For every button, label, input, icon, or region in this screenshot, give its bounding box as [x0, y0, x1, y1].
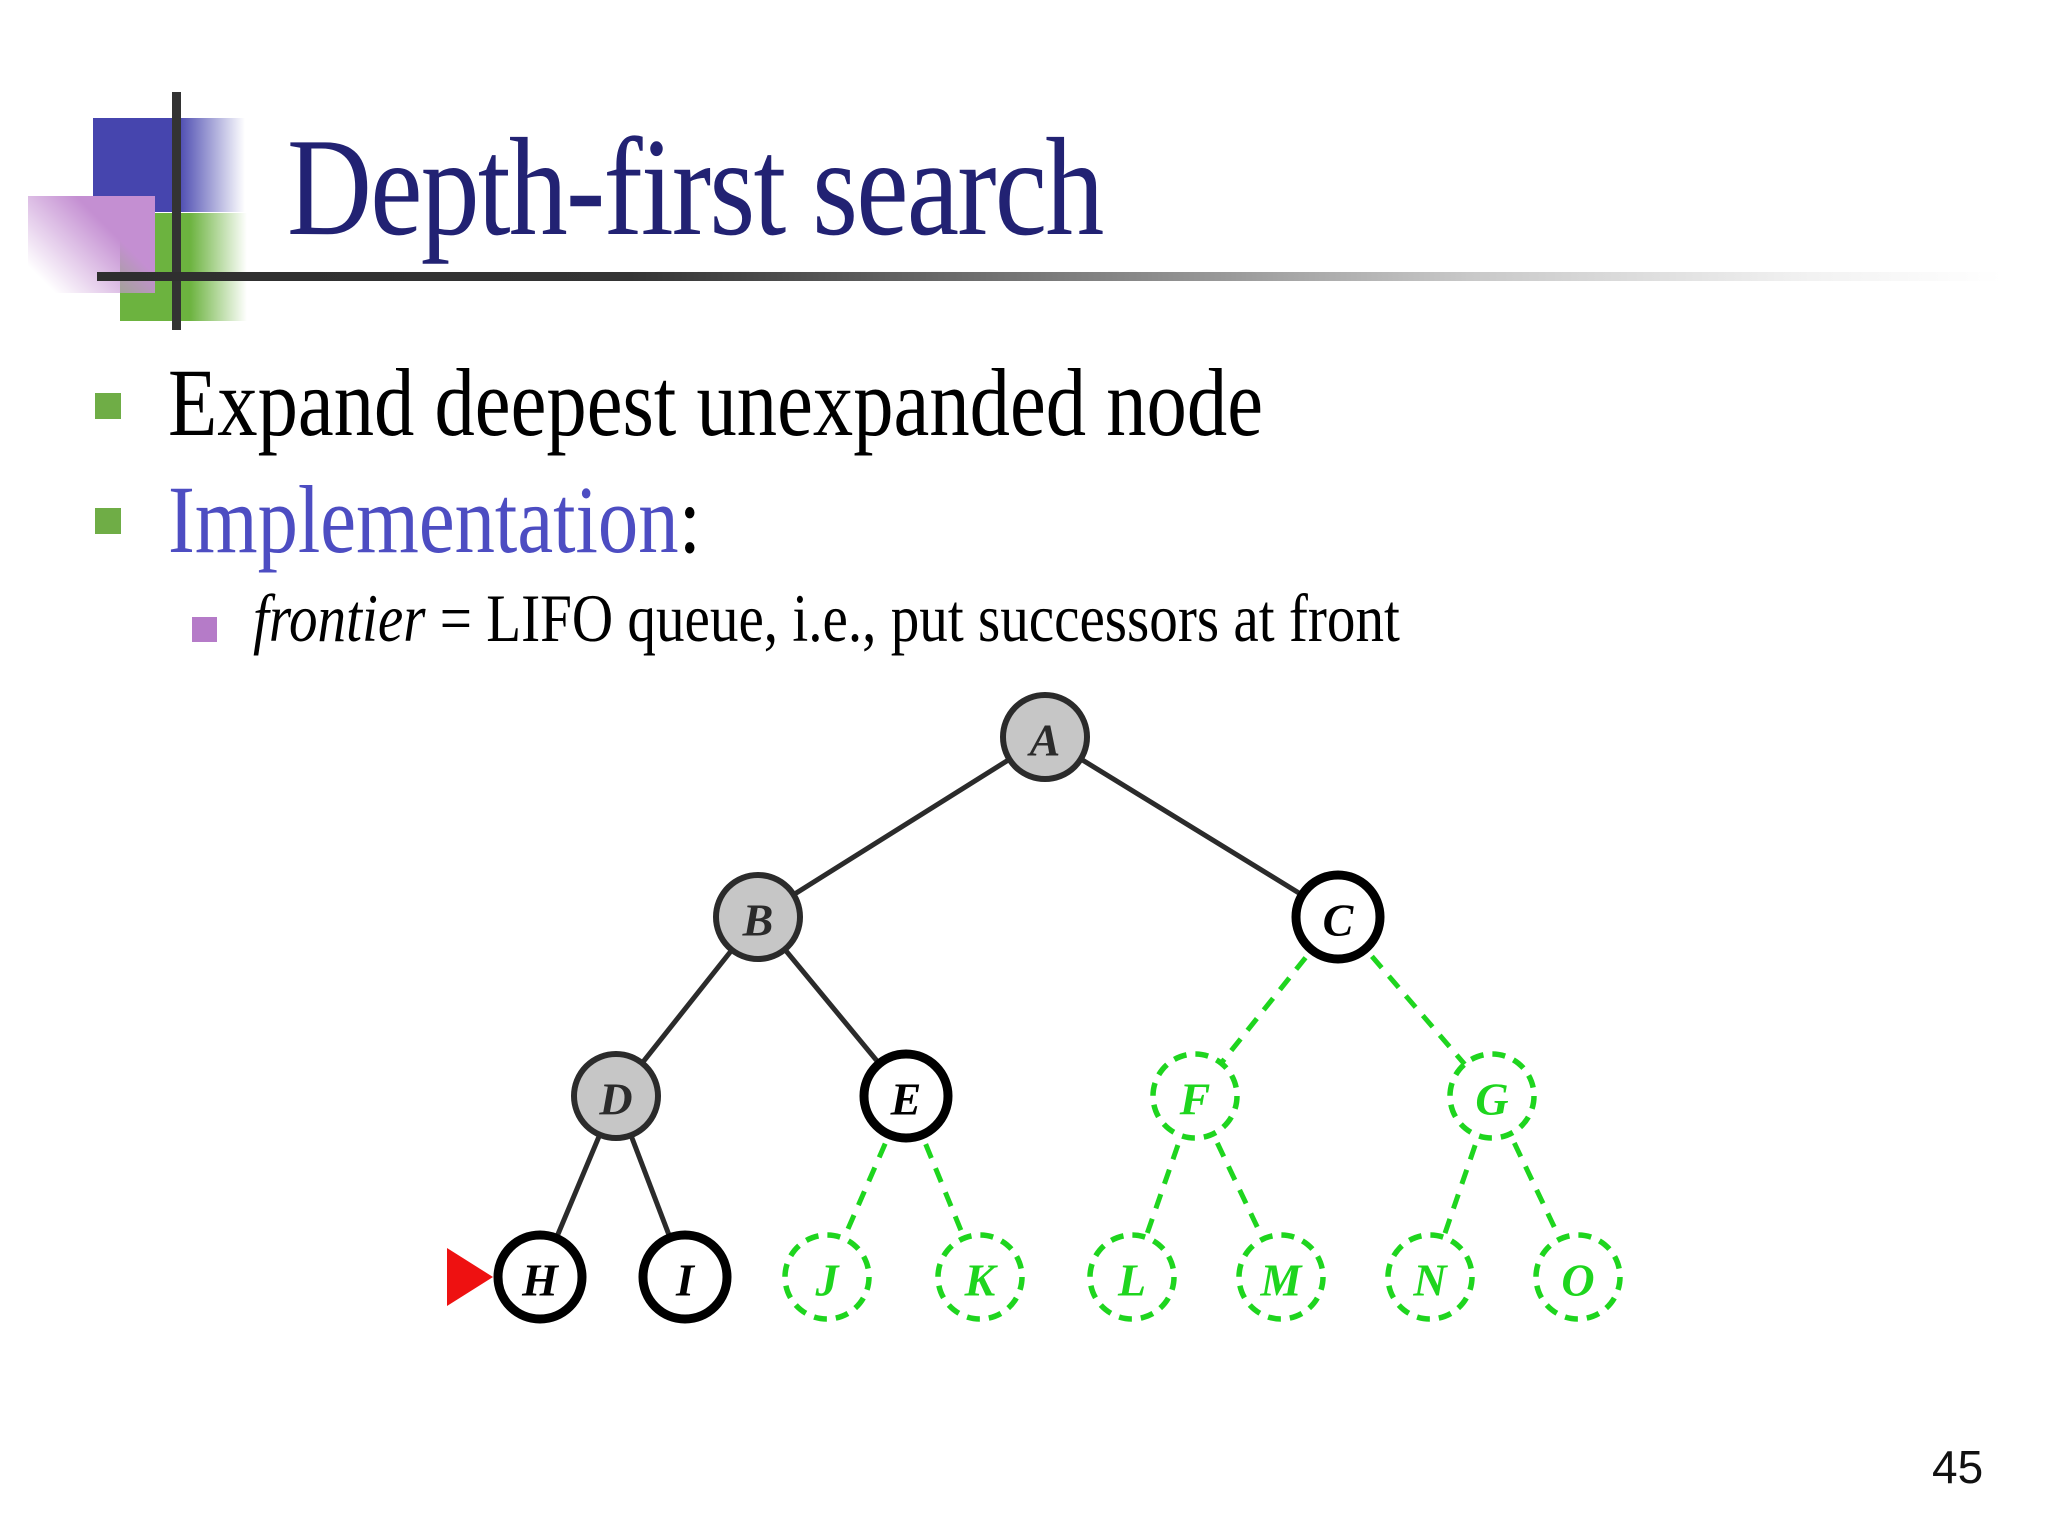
tree-node-M — [1236, 1232, 1326, 1322]
tree-node-C — [1291, 870, 1385, 964]
current-node-pointer-icon — [447, 1248, 493, 1306]
tree-node-B — [713, 872, 803, 962]
tree-node-D — [571, 1051, 661, 1141]
deco-vertical-line — [172, 92, 181, 330]
tree-node-label-H: H — [521, 1255, 559, 1306]
page-number: 45 — [1932, 1441, 1984, 1493]
tree-node-label-G: G — [1475, 1074, 1508, 1125]
bullet2-text: Implementation: — [168, 469, 701, 571]
tree-node-label-N: N — [1412, 1255, 1448, 1306]
sub-bullet-square-icon — [192, 617, 217, 642]
tree-node-label-J: J — [815, 1255, 841, 1306]
sub-bullet-text: frontier = LIFO queue, i.e., put success… — [253, 580, 1400, 656]
tree-node-label-D: D — [598, 1074, 632, 1125]
sub-bullet-frontier: frontier = LIFO queue, i.e., put success… — [192, 580, 1618, 656]
slide-title: Depth-first search — [287, 110, 1104, 265]
bullet-item-implementation: Implementation: — [95, 469, 803, 571]
tree-node-F — [1150, 1051, 1240, 1141]
tree-node-A — [1000, 692, 1090, 782]
bullet2-colon: : — [678, 466, 701, 573]
tree-node-label-K: K — [964, 1255, 999, 1306]
sub-bullet-rest: = LIFO queue, i.e., put successors at fr… — [425, 580, 1400, 656]
tree-node-label-I: I — [675, 1255, 696, 1306]
tree-node-O — [1533, 1232, 1623, 1322]
bullet2-implementation-word: Implementation — [168, 466, 679, 573]
tree-node-I — [638, 1230, 732, 1324]
tree-node-label-O: O — [1561, 1255, 1594, 1306]
tree-edge-A-C — [1043, 734, 1340, 920]
tree-node-G — [1447, 1051, 1537, 1141]
tree-node-label-A: A — [1027, 715, 1061, 766]
tree-node-N — [1385, 1232, 1475, 1322]
tree-node-E — [859, 1049, 953, 1143]
tree-node-label-B: B — [742, 895, 774, 946]
bullet-square-icon — [95, 393, 121, 419]
title-underline-rule — [97, 272, 2002, 281]
bullet-square-icon — [95, 508, 121, 534]
tree-node-label-M: M — [1260, 1255, 1304, 1306]
tree-node-J — [782, 1232, 872, 1322]
tree-node-H — [493, 1230, 587, 1324]
tree-node-label-C: C — [1323, 895, 1355, 946]
tree-node-label-E: E — [890, 1074, 922, 1125]
tree-node-L — [1087, 1232, 1177, 1322]
tree-node-label-L: L — [1117, 1255, 1146, 1306]
bullet1-text: Expand deepest unexpanded node — [168, 349, 1263, 456]
tree-edge-A-B — [756, 734, 1047, 920]
tree-node-label-F: F — [1179, 1074, 1211, 1125]
bullet-item-expand: Expand deepest unexpanded node — [95, 349, 1472, 456]
tree-node-K — [935, 1232, 1025, 1322]
frontier-italic-word: frontier — [253, 580, 426, 656]
